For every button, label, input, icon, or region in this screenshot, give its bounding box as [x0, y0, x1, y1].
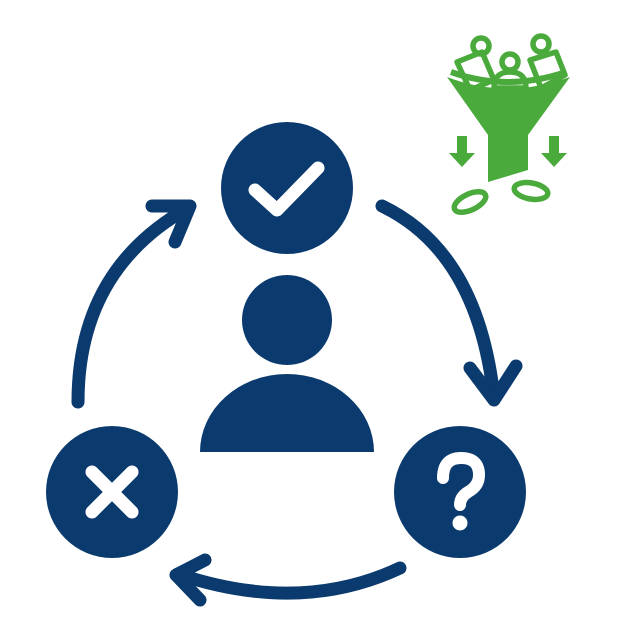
funnel-people-icon [447, 33, 570, 215]
check-circle-icon [221, 122, 353, 254]
question-circle-icon [394, 426, 526, 558]
person-icon [200, 275, 374, 452]
cycle-arrows-icon [71, 199, 523, 607]
x-circle-icon [46, 426, 178, 558]
